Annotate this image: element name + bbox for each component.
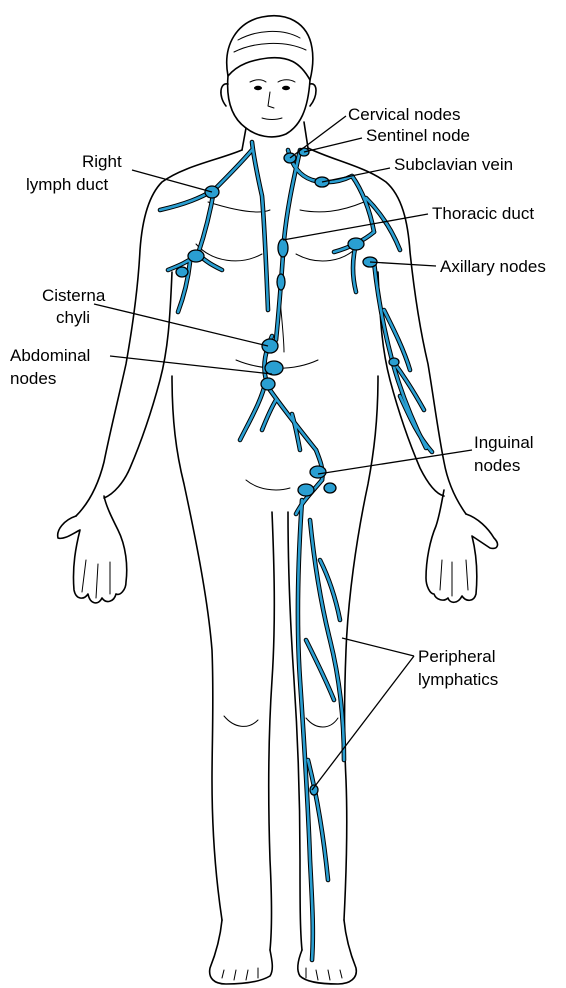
- leader-peripheral-lymphatics-lower: [312, 656, 414, 790]
- labels: Cervical nodes Sentinel node Subclavian …: [10, 105, 546, 689]
- left-axillary-node: [348, 238, 364, 250]
- thoracic-duct-node: [278, 239, 288, 257]
- vessel-fills: [160, 142, 432, 960]
- label-inguinal-nodes-line1: Inguinal: [474, 433, 534, 452]
- label-right-lymph-duct-line2: lymph duct: [26, 175, 108, 194]
- elbow-node: [389, 358, 399, 366]
- vessel-outlines: [160, 142, 432, 960]
- label-abdominal-nodes-line1: Abdominal: [10, 346, 90, 365]
- leader-inguinal-nodes: [318, 450, 472, 474]
- lymphatic-vessels: [160, 142, 432, 960]
- leader-abdominal-nodes: [110, 356, 272, 374]
- right-hand: [58, 496, 127, 603]
- inguinal-node: [324, 483, 336, 493]
- thoracic-duct-node: [277, 274, 285, 290]
- label-thoracic-duct: Thoracic duct: [432, 204, 534, 223]
- face: [250, 80, 295, 120]
- left-foot: [298, 920, 356, 984]
- leader-sentinel-node: [304, 138, 362, 152]
- label-cisterna-chyli-line2: chyli: [56, 308, 90, 327]
- label-peripheral-lymphatics-line1: Peripheral: [418, 647, 496, 666]
- label-cisterna-chyli-line1: Cisterna: [42, 286, 106, 305]
- right-axillary-node: [176, 267, 188, 277]
- label-abdominal-nodes-line2: nodes: [10, 369, 56, 388]
- label-sentinel-node: Sentinel node: [366, 126, 470, 145]
- inguinal-node: [298, 484, 314, 496]
- label-right-lymph-duct-line1: Right: [82, 152, 122, 171]
- label-peripheral-lymphatics-line2: lymphatics: [418, 670, 498, 689]
- leader-peripheral-lymphatics-upper: [342, 638, 414, 656]
- label-inguinal-nodes-line2: nodes: [474, 456, 520, 475]
- lymph-nodes: [176, 148, 399, 795]
- right-axillary-node: [188, 250, 204, 262]
- inguinal-node: [310, 466, 326, 478]
- label-cervical-nodes: Cervical nodes: [348, 105, 460, 124]
- abdominal-node: [261, 378, 275, 390]
- label-axillary-nodes: Axillary nodes: [440, 257, 546, 276]
- leader-axillary-nodes: [370, 262, 436, 266]
- cisterna-chyli-node: [262, 339, 278, 353]
- label-subclavian-vein: Subclavian vein: [394, 155, 513, 174]
- leader-lines: [94, 116, 472, 790]
- right-foot: [210, 920, 273, 984]
- leader-right-lymph-duct: [132, 170, 212, 192]
